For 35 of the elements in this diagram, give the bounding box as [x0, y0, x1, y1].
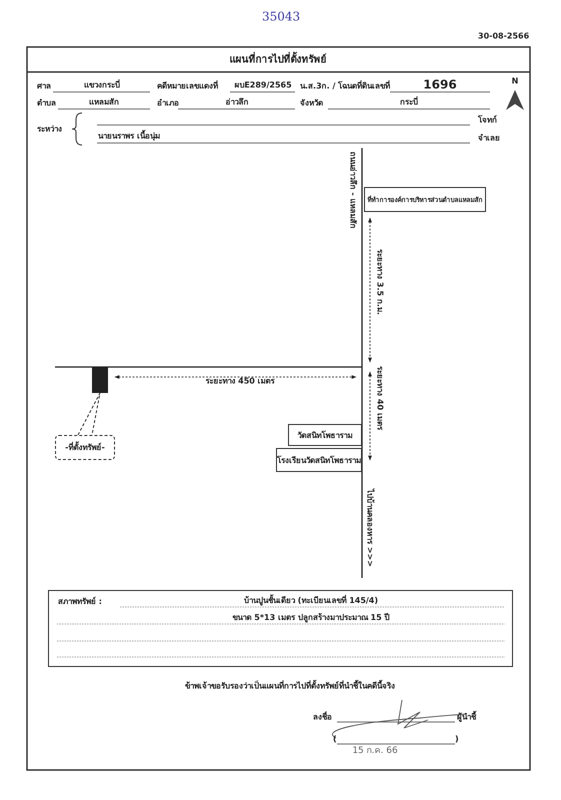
info-box [48, 590, 513, 667]
field-label: จำเลย [478, 134, 500, 144]
field-label: สภาพทรัพย์ : [58, 598, 102, 607]
location-label-box: -ที่ตั้งทรัพย์- [55, 435, 115, 460]
field-value: กระบี่ [400, 98, 418, 108]
field-label: โจทก์ [478, 116, 497, 126]
field-value: ผบE289/2565 [234, 82, 292, 90]
description-text: ขนาด 5*13 เมตร ปลูกสร้างมาประมาณ 15 ปี [232, 614, 390, 623]
field-label: ระหว่าง [37, 126, 62, 134]
handwritten-number: 35043 [262, 10, 300, 24]
distance-label: ระยะทาง 3.5 ก.ม. [374, 249, 384, 315]
field-value: แขวงกระบี่ [84, 82, 120, 90]
distance-label: ระยะทาง 450 เมตร [205, 378, 275, 386]
place-box: โรงเรียนวัดสนิทโพธาราม [276, 448, 362, 472]
field-label: ตำบล [37, 100, 56, 108]
field-value: แหลมสัก [89, 98, 119, 108]
field-label: อำเภอ [157, 100, 179, 108]
field-value: อ่าวลึก [226, 98, 248, 108]
building-marker [92, 367, 108, 393]
field-label: คดีหมายเลขแดงที่ [157, 82, 218, 92]
road-name: ถนนอ่าวลึก - แหลมสัก [348, 152, 356, 228]
field-label: ศาล [37, 82, 51, 92]
field-label: ลงชื่อ [313, 714, 332, 722]
bracket-text: ( [333, 736, 337, 744]
bracket-text: ) [455, 736, 459, 744]
stamp-date: 15 ก.ค. 66 [352, 747, 398, 757]
leader-line [78, 392, 100, 436]
distance-label: ระยะทาง 40 เมตร [374, 366, 384, 430]
road-name: ไปบ้านคลองหาร >>> [364, 489, 374, 567]
north-label: N [512, 78, 518, 86]
place-box: วัดสนิทโพธาราม [288, 424, 362, 446]
field-label: จังหวัด [300, 100, 323, 108]
field-label: น.ส.3ก. / โฉนดที่ดินเลขที่ [300, 82, 390, 92]
field-value: 1696 [423, 78, 457, 92]
date-text: 30-08-2566 [478, 32, 530, 42]
